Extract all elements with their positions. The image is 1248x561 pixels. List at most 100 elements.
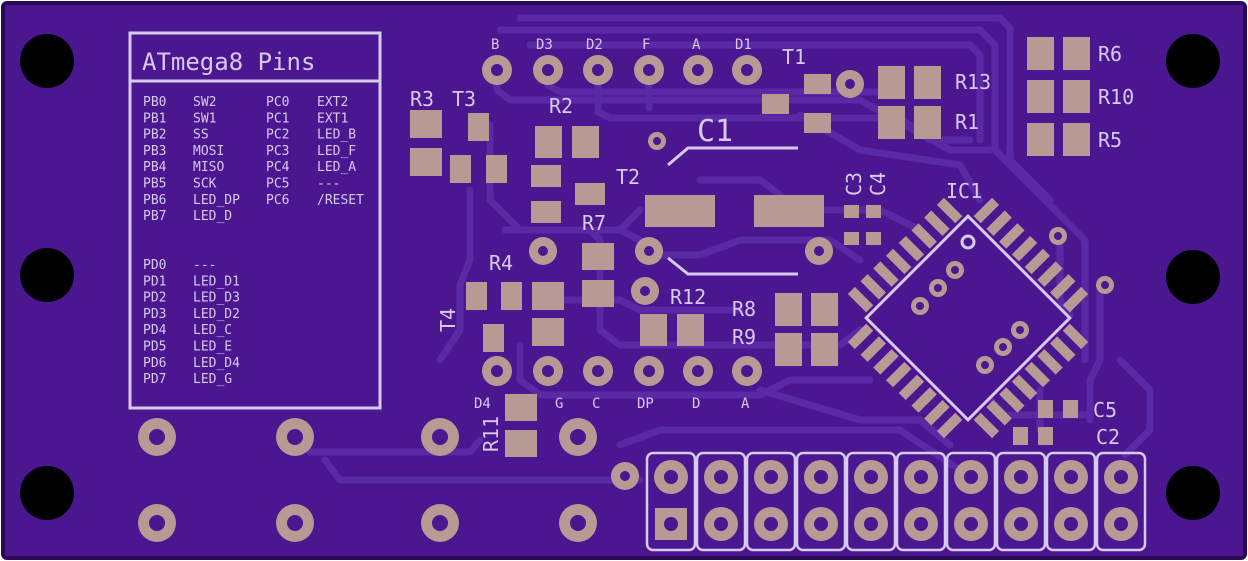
header-pin-hole: [964, 470, 978, 484]
pin-cell: LED_D3: [193, 291, 240, 306]
label-r1: R1: [955, 110, 979, 134]
pin-cell: PB4: [143, 160, 167, 175]
ic-pin: [1011, 235, 1038, 262]
top-header-label: A: [692, 37, 701, 53]
pin-cell: ---: [317, 177, 340, 192]
ic-pin: [924, 400, 950, 426]
pin-cell: ---: [193, 258, 216, 273]
header-outline: [945, 451, 997, 552]
tactile-switch-pads: [138, 418, 597, 542]
pin-cell: PC5: [266, 177, 289, 192]
pin-cell: PD7: [143, 372, 166, 387]
label-c4: C4: [866, 172, 890, 196]
header-outline: [1095, 451, 1147, 552]
ic-pin: [973, 412, 1000, 439]
ic1-package: [847, 197, 1089, 439]
pin-header-2x10: [645, 451, 1147, 552]
vias: [529, 70, 1114, 490]
top-header-label: D1: [735, 37, 752, 53]
label-r9: R9: [732, 325, 756, 349]
pin-cell: LED_E: [193, 340, 232, 355]
ic-pin: [999, 387, 1025, 413]
pin-cell: SCK: [193, 177, 217, 192]
pin-cell: MISO: [193, 160, 224, 175]
pin-cell: PD4: [143, 323, 167, 338]
ic-pin: [1037, 261, 1063, 287]
header-pin-hole: [814, 517, 828, 531]
bottom-header-label: A: [741, 396, 750, 412]
ic-pin: [911, 223, 937, 249]
bottom-header-label: G: [555, 396, 563, 412]
c1-outline: [667, 146, 798, 276]
ic-pin: [911, 387, 937, 413]
pin-cell: PC1: [266, 111, 289, 126]
label-r2: R2: [549, 94, 573, 118]
mounting-holes: [20, 34, 1220, 520]
label-r5: R5: [1098, 128, 1122, 152]
header-pin-hole: [864, 517, 878, 531]
header-outline: [795, 451, 847, 552]
header-outline: [1045, 451, 1097, 552]
label-t4: T4: [436, 308, 460, 332]
smd-pads: [410, 37, 1090, 457]
header-pin-hole: [964, 517, 978, 531]
pin-cell: EXT2: [317, 95, 348, 110]
pin-cell: LED_D4: [193, 356, 240, 371]
pin-cell: PD3: [143, 307, 166, 322]
header-pin-hole: [1014, 470, 1028, 484]
pin-cell: LED_G: [193, 372, 232, 387]
ic-pin: [860, 274, 886, 300]
ic-pin: [1024, 361, 1051, 388]
label-c3: C3: [842, 172, 866, 196]
header-outline: [745, 451, 797, 552]
pin-cell: EXT1: [317, 111, 348, 126]
pin-cell: SS: [193, 128, 209, 143]
top-header-label: D2: [586, 37, 603, 53]
pin-cell: PC4: [266, 160, 290, 175]
label-r3: R3: [410, 87, 434, 111]
pin-cell: LED_DP: [193, 193, 240, 208]
top-header-label: D3: [536, 37, 553, 53]
ic-pin: [973, 197, 1000, 224]
pin-cell: LED_D1: [193, 274, 240, 289]
label-ic1: IC1: [946, 179, 982, 203]
header-pin-hole: [664, 470, 678, 484]
header-outline: [995, 451, 1047, 552]
header-pin-hole: [914, 470, 928, 484]
header-pin-hole: [764, 517, 778, 531]
ic-pin: [936, 412, 963, 439]
ic-pin: [1024, 248, 1051, 275]
pin-cell: PB6: [143, 193, 166, 208]
ic-pin: [1037, 349, 1063, 375]
header-pin-hole: [664, 517, 678, 531]
ic-pin: [986, 210, 1012, 236]
bottom-header-label: D: [692, 396, 700, 412]
ic-pin: [873, 349, 899, 375]
ic-pin: [898, 235, 925, 262]
header-pin-hole: [764, 470, 778, 484]
pin-cell: LED_D2: [193, 307, 240, 322]
ic-pin: [1050, 274, 1076, 300]
ic-pin: [885, 361, 912, 388]
header-pin-hole: [864, 470, 878, 484]
pin-cell: PD2: [143, 291, 166, 306]
label-r12: R12: [670, 285, 706, 309]
top-header-label: B: [491, 37, 499, 53]
pin-cell: LED_F: [317, 144, 356, 159]
pin-cell: PC2: [266, 128, 289, 143]
header-pin-hole: [914, 517, 928, 531]
label-c2: C2: [1096, 425, 1120, 449]
header-pin-hole: [1014, 517, 1028, 531]
pin-cell: SW1: [193, 111, 216, 126]
label-r4: R4: [489, 251, 513, 275]
ic-pin: [847, 286, 874, 313]
header-pin-hole: [1064, 470, 1078, 484]
label-r8: R8: [732, 297, 756, 321]
bottom-header-label: DP: [637, 396, 654, 412]
pin-cell: PB1: [143, 111, 166, 126]
